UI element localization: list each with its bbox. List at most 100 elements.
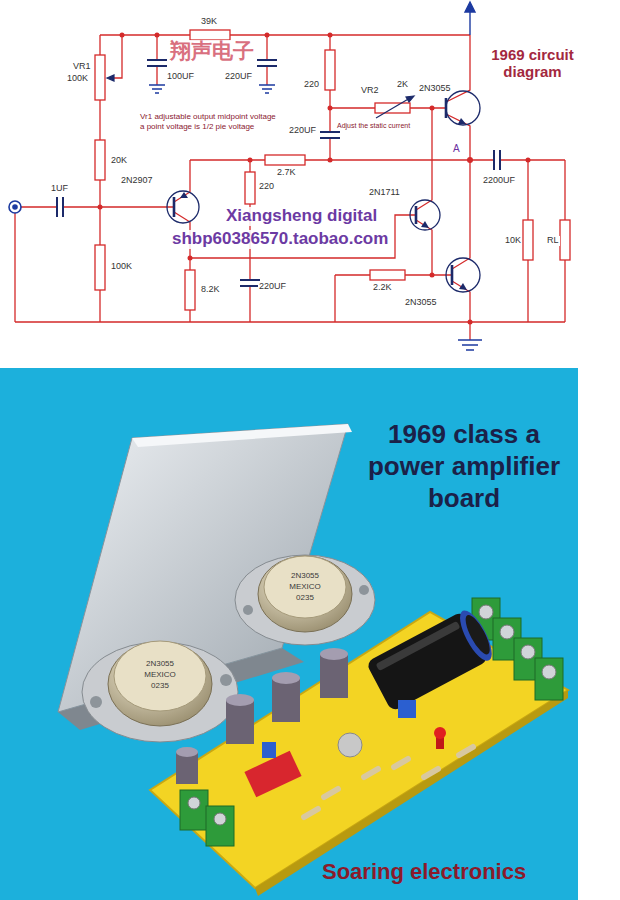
small-capacitor xyxy=(176,648,348,797)
capacitor-value: 220UF xyxy=(288,126,317,136)
terminal-block xyxy=(180,598,563,846)
transistor-symbol xyxy=(446,258,480,292)
circuit-wire xyxy=(157,35,267,85)
potentiometer-arrow xyxy=(107,75,114,81)
terminal-block xyxy=(206,806,234,846)
terminal-block xyxy=(180,790,208,830)
capacitor-value: 220UF xyxy=(258,282,287,292)
resistor-symbol xyxy=(265,155,305,165)
input-jack xyxy=(13,205,17,209)
capacitor-symbol xyxy=(494,150,500,170)
transistor-name: 2N2907 xyxy=(120,176,154,186)
resistor-symbol xyxy=(523,220,533,260)
junction-dot xyxy=(98,33,531,325)
power-transistor xyxy=(258,556,352,632)
ground-symbol xyxy=(149,85,165,93)
diagram-heading: 1969 circuit diagram xyxy=(480,46,585,80)
resistor-symbol xyxy=(185,270,195,310)
part-name: VR1 xyxy=(72,62,92,72)
brand-caption: Soaring electronics xyxy=(320,860,528,884)
resistor-symbol xyxy=(95,55,105,100)
capacitor-symbol xyxy=(57,60,500,286)
power-transistor xyxy=(264,556,346,618)
capacitor-symbol xyxy=(320,132,340,138)
circuit-wire xyxy=(110,35,122,78)
terminal-block xyxy=(214,813,226,825)
transistor-symbol xyxy=(415,206,418,224)
circuit-wire xyxy=(15,35,565,340)
capacitor-value: 220UF xyxy=(224,72,253,82)
transistor-name: 2N3055 xyxy=(404,298,438,308)
board-components xyxy=(300,805,322,821)
board-components xyxy=(262,742,276,758)
resistor-symbol xyxy=(190,30,230,40)
emitter-arrow xyxy=(180,192,188,198)
potentiometer-arrow xyxy=(406,96,414,102)
transistor-symbol xyxy=(446,91,480,125)
node-label: A xyxy=(452,143,461,154)
input-jack xyxy=(9,201,21,213)
circuit-board xyxy=(150,612,568,896)
small-capacitor xyxy=(176,747,198,757)
board-components xyxy=(390,755,412,771)
power-transistor xyxy=(243,605,253,615)
terminal-block xyxy=(188,797,200,809)
resistor-symbol xyxy=(325,50,335,90)
power-transistor xyxy=(359,585,369,595)
terminal-block xyxy=(521,645,535,659)
power-transistor xyxy=(108,642,212,726)
terminal-block xyxy=(535,658,563,700)
circuit-wire xyxy=(15,213,565,322)
capacitor-value: 100UF xyxy=(166,72,195,82)
board-components xyxy=(434,727,446,739)
transistor-symbol xyxy=(445,98,448,118)
resistor-value: 2.2K xyxy=(372,283,393,293)
small-capacitor xyxy=(320,654,348,698)
capacitor-symbol xyxy=(147,60,167,66)
supply-arrow xyxy=(469,10,470,35)
resistor-symbol xyxy=(370,270,405,280)
board-components xyxy=(338,733,362,757)
watermark: Xiangsheng digital xyxy=(226,207,377,226)
resistor-value: 10K xyxy=(504,236,522,246)
circuit-board xyxy=(255,690,568,896)
junction-dot xyxy=(328,158,333,163)
board-components xyxy=(455,743,477,759)
capacitor-value: 2200UF xyxy=(482,176,516,186)
can-marking: 2N3055 xyxy=(270,572,340,581)
transistor-symbol xyxy=(451,265,454,285)
junction-dot xyxy=(467,157,473,163)
power-transistor xyxy=(114,641,206,711)
junction-dot xyxy=(328,106,333,111)
junction-dot xyxy=(265,33,270,38)
junction-dot xyxy=(188,256,193,261)
resistor-symbol xyxy=(560,220,570,260)
ground-symbol xyxy=(259,85,275,93)
emitter-arrow xyxy=(421,221,429,228)
large-capacitor xyxy=(366,606,498,712)
heatsink-bracket xyxy=(132,424,352,447)
capacitor-symbol xyxy=(240,280,260,286)
transistor-symbol xyxy=(410,200,440,230)
resistor-value: 220 xyxy=(258,182,275,192)
junction-dot xyxy=(98,205,103,210)
power-transistor xyxy=(82,642,238,742)
ground-symbol xyxy=(458,340,482,350)
transistor-name: 2N1711 xyxy=(368,188,401,198)
resistor-value: 100K xyxy=(110,262,133,272)
board-components xyxy=(420,765,442,781)
junction-dot xyxy=(328,33,333,38)
circuit-wire xyxy=(335,275,452,322)
small-capacitor xyxy=(272,672,300,684)
board-components xyxy=(398,700,416,718)
transistor-symbol xyxy=(173,197,176,217)
power-transistor xyxy=(220,674,232,686)
emitter-arrow xyxy=(180,118,467,290)
circuit-wire xyxy=(452,160,470,322)
junction-dot xyxy=(120,33,125,38)
part-name: VR2 xyxy=(360,86,380,96)
circuit-wire xyxy=(416,108,432,210)
terminal-block xyxy=(479,605,493,619)
emitter-arrow xyxy=(458,118,466,124)
